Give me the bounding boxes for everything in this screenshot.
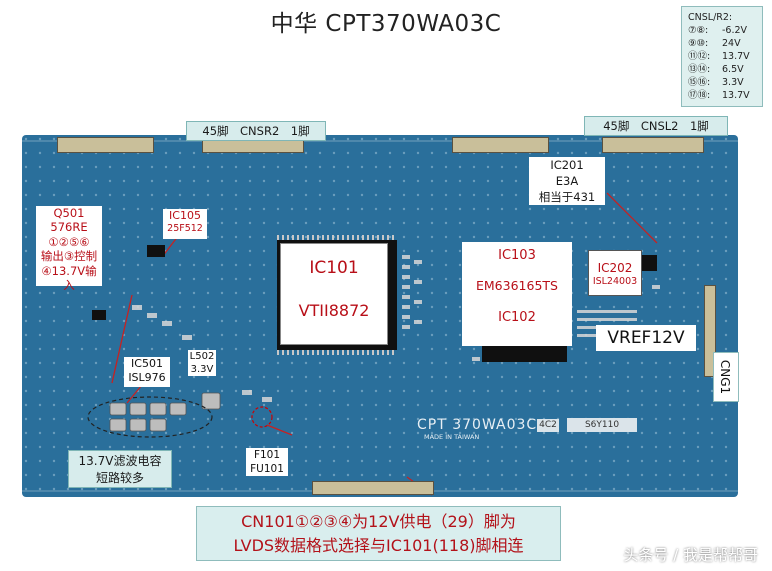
- cnsl-row: ⑨⑩:24V: [688, 38, 741, 49]
- q501-line3: ①②⑤⑥: [48, 234, 90, 249]
- l502-label: L502 3.3V: [188, 350, 216, 376]
- cn101-note: CN101①②③④为12V供电（29）脚为 LVDS数据格式选择与IC101(1…: [196, 506, 561, 561]
- ic105-label: IC105 25F512: [163, 209, 207, 239]
- ic201-line2: E3A: [555, 174, 579, 188]
- connector-top-left: [57, 137, 154, 153]
- ic202-line2: ISL24003: [592, 276, 638, 287]
- cnsl-table-header: CNSL/R2:: [688, 12, 733, 23]
- f101-line1: F101: [253, 449, 281, 461]
- l502-line2: 3.3V: [190, 364, 214, 375]
- ic201-line3: 相当于431: [538, 190, 596, 204]
- page-title: 中华 CPT370WA03C: [270, 11, 502, 37]
- cnsr2-label: 45脚 CNSR2 1脚: [186, 121, 326, 141]
- cnsl2-label: 45脚 CNSL2 1脚: [584, 116, 728, 136]
- ic105-line2: 25F512: [167, 222, 203, 234]
- ic501-label: IC501 ISL976: [124, 357, 170, 387]
- cnsl-row: ⑬⑭:6.5V: [688, 64, 744, 75]
- ic201-line1: IC201: [550, 158, 584, 172]
- silk-tag-1: 4C2: [537, 419, 559, 432]
- cng1-text: CNG1: [718, 359, 732, 395]
- silk-tag-2: S6Y110: [567, 418, 637, 432]
- ic202-line1: IC202: [597, 261, 633, 275]
- filter-cap-note: 13.7V滤波电容 短路较多: [68, 450, 172, 488]
- cn101-note-line1: CN101①②③④为12V供电（29）脚为: [241, 512, 516, 531]
- ic101-label: IC101 VTII8872: [280, 243, 388, 345]
- l502-line1: L502: [189, 351, 215, 362]
- filter-note-line2: 短路较多: [95, 471, 144, 485]
- ic103-line1: IC103: [498, 248, 536, 263]
- f101-line2: FU101: [250, 463, 284, 475]
- f101-label: F101 FU101: [246, 448, 288, 476]
- cnsl-voltage-table: CNSL/R2: ⑦⑧:-6.2V ⑨⑩:24V ⑪⑫:13.7V ⑬⑭:6.5…: [681, 6, 763, 107]
- q501-label: Q501 576RE ①②⑤⑥ 输出③控制 ④13.7V输入: [36, 206, 102, 292]
- ic103-line3: IC102: [498, 309, 536, 325]
- ic101-line1: IC101: [309, 258, 359, 278]
- ic105-line1: IC105: [169, 209, 201, 222]
- vref-label: VREF12V: [596, 325, 696, 351]
- silk-made-in: MADE IN TAIWAN: [424, 433, 480, 441]
- q501-line4: 输出③控制: [40, 249, 98, 264]
- cnsl-row: ⑦⑧:-6.2V: [688, 25, 748, 36]
- ic202-label: IC202 ISL24003: [588, 250, 642, 296]
- cng1-label: CNG1: [713, 352, 739, 402]
- cnsl-row: ⑪⑫:13.7V: [688, 51, 750, 62]
- ic501-line1: IC501: [131, 357, 163, 370]
- q501-chip: [92, 310, 106, 320]
- ic103-line2: EM636165TS: [476, 278, 558, 294]
- q501-line1: Q501: [53, 206, 85, 220]
- cnsl-row: ⑰⑱:13.7V: [688, 90, 750, 101]
- cn101-note-line2: LVDS数据格式选择与IC101(118)脚相连: [233, 536, 524, 555]
- silk-model: CPT 370WA03C: [417, 417, 538, 433]
- filter-note-line1: 13.7V滤波电容: [78, 454, 162, 468]
- connector-top-middle: [452, 137, 549, 153]
- ic201-label: IC201 E3A 相当于431: [529, 157, 605, 205]
- ic101-line2: VTII8872: [298, 301, 370, 321]
- watermark: 头条号 / 我是帮帮哥: [623, 546, 758, 564]
- q501-line5: ④13.7V输入: [41, 263, 97, 292]
- ic501-line2: ISL976: [128, 371, 166, 384]
- connector-cnsl2: [602, 137, 704, 153]
- q501-line2: 576RE: [50, 220, 88, 235]
- connector-cn101: [312, 481, 434, 495]
- ic105-chip: [147, 245, 165, 257]
- ic103-label: IC103 EM636165TS IC102: [462, 242, 572, 346]
- cnsl-row: ⑮⑯:3.3V: [688, 77, 744, 88]
